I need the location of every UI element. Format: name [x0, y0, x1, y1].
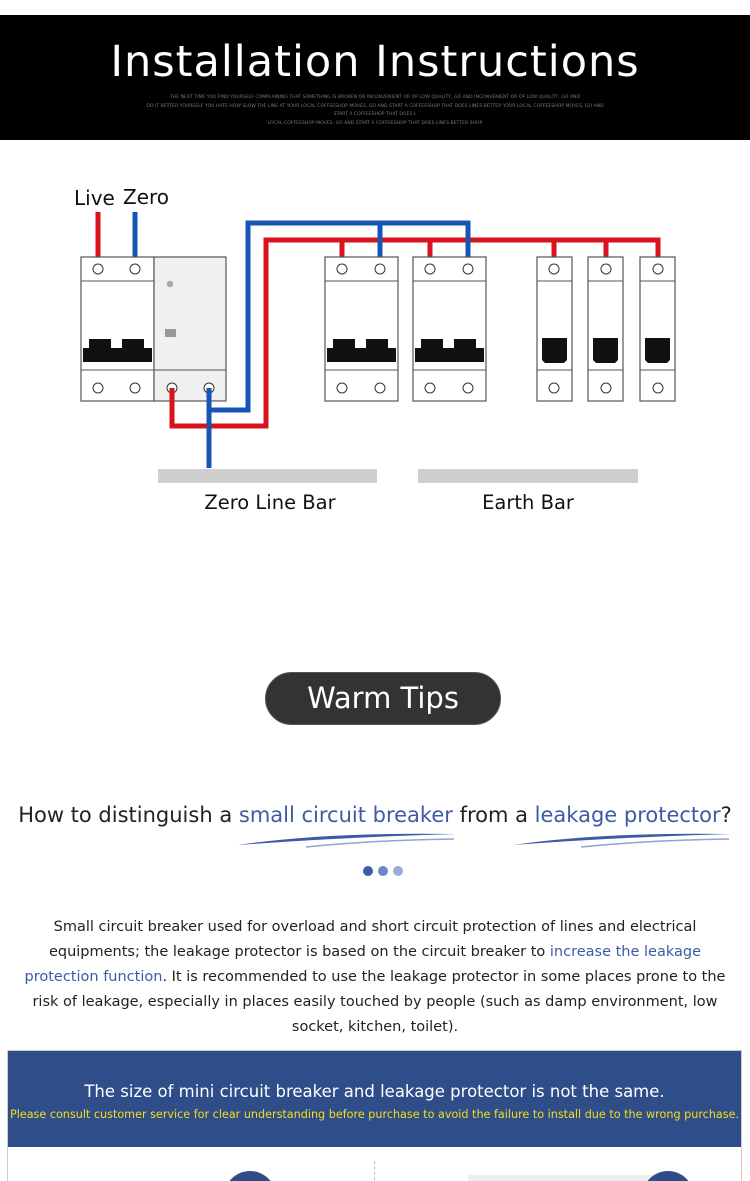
underline-swoosh — [238, 833, 456, 848]
underline-swoosh — [513, 833, 731, 848]
question-term-protector: leakage protector — [534, 803, 721, 827]
fine-print-line: THE NEXT TIME YOU FIND YOURSELF COMPLAIN… — [169, 95, 580, 100]
double-pole-breaker — [324, 256, 399, 402]
warm-tips-badge: Warm Tips — [265, 672, 501, 725]
header-banner: Installation Instructions THE NEXT TIME … — [0, 15, 750, 140]
question-suffix: ? — [720, 803, 732, 827]
size-notice-header: The size of mini circuit breaker and lea… — [8, 1051, 741, 1147]
explanation-highlight: increase the leakage protection function — [24, 944, 702, 985]
dot-icon — [363, 866, 373, 876]
explanation-part-1: Small circuit breaker used for overload … — [48, 919, 697, 960]
zero-line-bar — [158, 469, 377, 483]
number-badge — [224, 1171, 276, 1181]
question-term-breaker: small circuit breaker — [238, 803, 453, 827]
fine-print-line: LOCAL COFFEESHOP MOVES, GO AND START A C… — [267, 120, 483, 126]
main-neutral-output-wire — [206, 220, 471, 413]
header-fine-print: THE NEXT TIME YOU FIND YOURSELF COMPLAIN… — [140, 94, 610, 128]
main-live-output-wire — [169, 237, 661, 429]
question-middle: from a — [452, 803, 535, 827]
product-image — [468, 1175, 658, 1181]
size-notice-title: The size of mini circuit breaker and lea… — [84, 1082, 665, 1101]
double-pole-breaker — [412, 256, 487, 402]
single-pole-breaker — [639, 256, 676, 402]
size-notice-subtitle: Please consult customer service for clea… — [9, 1108, 740, 1121]
leakage-module — [153, 256, 227, 402]
comparison-question: How to distinguish a small circuit break… — [0, 803, 750, 827]
fine-print-line: DO IT BETTER YOURSELF YOU HATE HOW SLOW … — [146, 103, 604, 118]
size-notice-panel: The size of mini circuit breaker and lea… — [7, 1050, 742, 1181]
wiring-diagram: Live Zero Zero Line Bar Earth Bar — [0, 140, 750, 660]
single-pole-breaker — [587, 256, 624, 402]
explanation-part-2: . It is recommended to use the leakage p… — [32, 969, 726, 1035]
zero-label: Zero — [123, 185, 169, 209]
panel-divider — [374, 1161, 375, 1181]
explanation-paragraph: Small circuit breaker used for overload … — [12, 915, 738, 1040]
single-pole-breaker — [536, 256, 573, 402]
question-prefix: How to distinguish a — [18, 803, 239, 827]
page-title: Installation Instructions — [110, 37, 640, 87]
number-badge — [642, 1171, 694, 1181]
dot-icon — [378, 866, 388, 876]
earth-bar — [418, 469, 638, 483]
main-breaker — [80, 256, 155, 402]
zero-line-bar-label: Zero Line Bar — [204, 491, 336, 514]
earth-bar-label: Earth Bar — [482, 491, 575, 514]
live-label: Live — [74, 186, 115, 210]
dot-icon — [393, 866, 403, 876]
wiring-diagram-svg: Live Zero Zero Line Bar Earth Bar — [74, 185, 676, 514]
